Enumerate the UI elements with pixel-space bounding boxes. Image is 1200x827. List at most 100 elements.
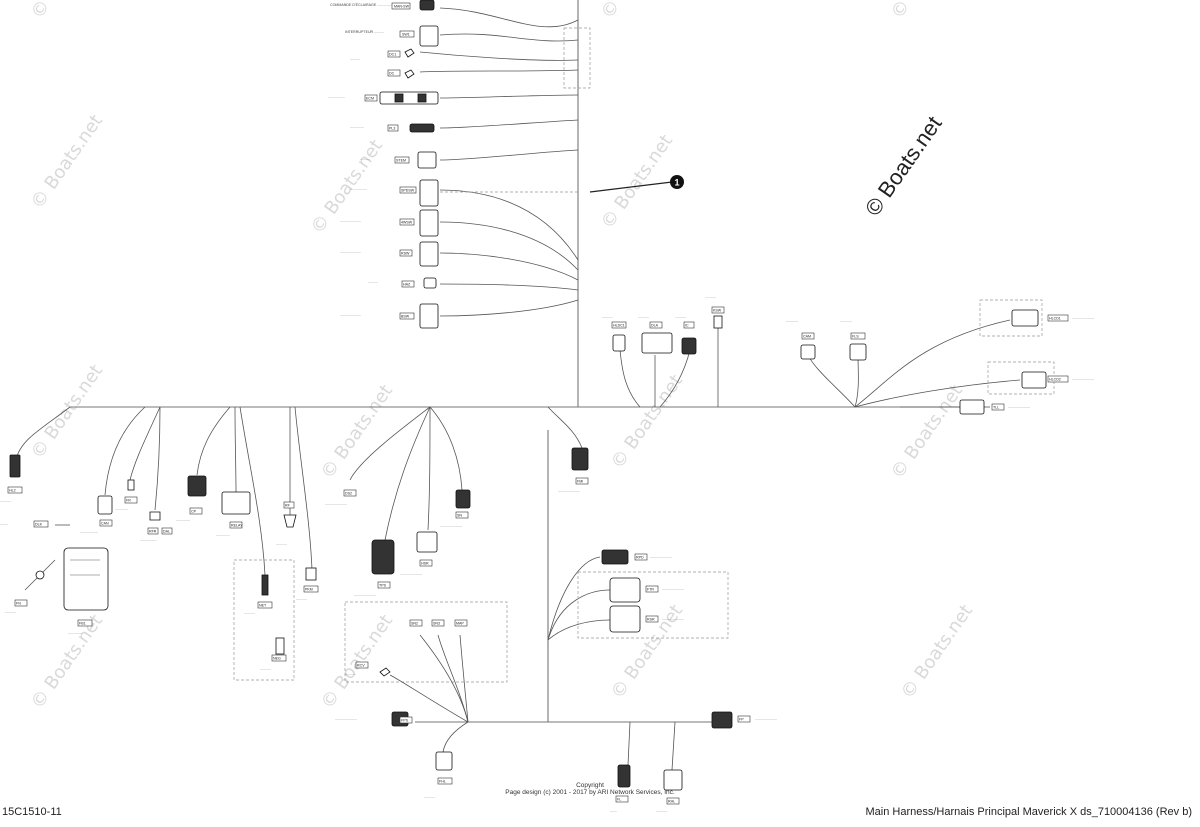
svg-text:......................: ...................... [440,524,462,528]
svg-text:..............: .............. [350,125,364,129]
svg-text:............: ............ [786,319,798,323]
svg-text:FLS: FLS [852,335,859,339]
svg-text:CAM: CAM [803,335,811,339]
svg-text:HL2: HL2 [9,489,16,493]
svg-text:...........: ........... [5,610,16,614]
svg-text:.............: ............. [115,507,128,511]
watermark: © Boats.net [597,131,677,233]
svg-text:......................: ...................... [650,555,672,559]
svg-text:RSW: RSW [401,252,410,256]
diagram-title: Main Harness/Harnais Principal Maverick … [865,806,1192,818]
watermark: © Boats.net [887,0,967,23]
connector-DC1: .......... DC1 DC [350,48,415,79]
copyright-notice: Copyright Page design (c) 2001 - 2017 by… [500,782,680,796]
svg-text:......................: ...................... [400,572,422,576]
svg-text:DS2: DS2 [345,492,352,496]
watermark: © Boats.net [597,0,677,23]
svg-text:...........: ........... [638,315,649,319]
connector-SPDSW: ................. SPDSW [350,179,439,207]
dashed-region [563,27,591,89]
svg-text:FP: FP [739,718,744,722]
svg-text:...........: ........... [276,542,287,546]
watermark: © Boats.net [887,381,967,483]
watermark: © Boats.net [27,361,107,463]
connector-FPS: ...................... FPS [335,711,413,727]
connector-FTR: FTR ...................... [609,577,684,603]
svg-text:..............: .............. [68,631,82,635]
svg-text:DLK: DLK [35,523,43,527]
connector-SW1: INTERRUPTEUR .......... SW1 [345,25,439,47]
upper-connector-stack: COMMANDE D'ÉCLAIRAGE ................ MA… [328,0,579,329]
svg-text:FMI: FMI [577,480,583,484]
svg-text:BSW: BSW [401,315,410,319]
connector-ECM: ................. ECM [328,91,439,105]
svg-text:......................: ...................... [1008,405,1030,409]
svg-text:COMMANDE D'ÉCLAIRAGE .........: COMMANDE D'ÉCLAIRAGE ................ [330,2,393,7]
bottom-branches: ...................... FPS FHL .........… [335,711,777,813]
svg-text:.....................: ..................... [340,250,361,254]
connector-4WSW: ..................... 4WSW [340,209,439,237]
watermark: © Boats.net [897,601,977,703]
connector-MAN-SW: COMMANDE D'ÉCLAIRAGE ................ MA… [330,0,435,11]
callout-number: 1 [674,178,679,188]
svg-text:......................: ...................... [335,717,357,721]
connector-HSR: HSR ...................... [400,531,438,576]
svg-text:HLCD2: HLCD2 [1049,378,1061,382]
svg-text:......................: ...................... [662,617,684,621]
svg-text:HLDC1: HLDC1 [613,324,625,328]
svg-text:...........: ........... [424,795,435,799]
svg-text:HSR: HSR [421,562,429,566]
connector-FP: FP ...................... [711,711,777,729]
watermark: © Boats.net [27,111,107,213]
svg-text:FB1: FB1 [79,622,86,626]
connector-HLCD1: HLCD1 ...................... [1011,309,1094,327]
upper-right-branches: ........... HLDC1 ........... DLA ......… [602,295,1094,415]
svg-text:TPS: TPS [379,584,387,588]
connector-CAM: ............ CAM [786,319,816,360]
connector-RPD: RPD ...................... [601,549,672,565]
connector-FHL: FHL ........... [424,751,453,799]
connector-FL: FL ....... [610,764,631,813]
copyright-line: Copyright [576,782,604,789]
connector-CP: CP .............. [176,475,207,522]
svg-text:CAN: CAN [101,522,109,526]
connector-KSW: ........... KSW [705,295,725,329]
svg-text:.................: ................. [328,95,345,99]
svg-text:......................: ...................... [1072,316,1094,320]
svg-text:SN: SN [457,514,462,518]
svg-text:RELAY: RELAY [231,524,243,528]
connector-HLCD2: HLCD2 ...................... [1021,371,1094,389]
svg-text:INTERRUPTEUR ..........: INTERRUPTEUR .......... [345,30,384,34]
svg-text:.................: ................. [350,187,367,191]
svg-text:..............: .............. [216,533,230,537]
svg-text:...........: ........... [0,499,11,503]
connector-FLS: ............ FLS [840,319,867,361]
svg-text:...........: ........... [705,295,716,299]
callout-badge [670,175,684,189]
svg-text:MAP: MAP [456,622,464,626]
svg-text:SN3: SN3 [433,622,440,626]
connector-HLDC1: ........... HLDC1 [602,315,627,352]
svg-text:IC: IC [685,324,689,328]
svg-text:CP: CP [191,510,197,514]
connector-TPS: TPS ...................... [354,539,395,597]
connector-BSW: ..................... BSW [340,303,439,329]
connector-TLL: TLL ...................... [959,399,1030,415]
svg-text:DAL: DAL [163,530,170,534]
copyright-line: Page design (c) 2001 - 2017 by ARI Netwo… [505,789,675,796]
svg-text:...........: ........... [260,667,271,671]
svg-text:RF: RF [285,504,291,508]
connector-RSW: ..................... RSW [340,241,439,267]
connector-RHL: RHL ........... [656,769,683,813]
connector-RSR: RSR ...................... [609,605,684,633]
connector-PL3: .............. PL3 [350,123,435,133]
svg-text:.................: ................. [140,538,157,542]
connector-IC: ........... IC [675,315,697,355]
connector-DS2: DS2 ...................... [325,489,357,506]
svg-text:..........: .......... [350,57,360,61]
svg-text:FTR: FTR [647,588,654,592]
connector-FN: FN ........... [5,559,56,614]
svg-text:KSW: KSW [713,309,722,313]
connector-STEM: .......... STEM [360,151,437,169]
connector-HL2: HL2 ........... [0,454,23,503]
